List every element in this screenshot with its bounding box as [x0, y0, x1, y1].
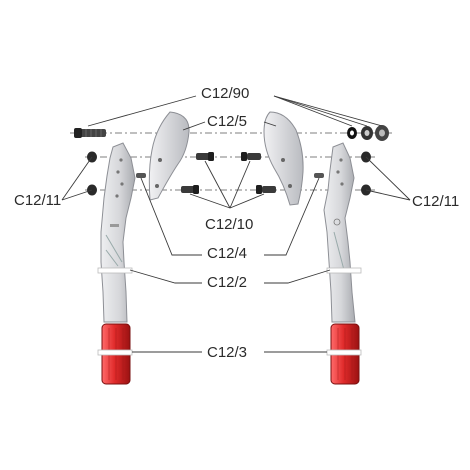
- label-c12-4: C12/4: [207, 245, 248, 262]
- left-screws: [87, 151, 97, 196]
- label-c12-2: C12/2: [207, 274, 248, 291]
- label-c12-11-right: C12/11: [412, 193, 460, 210]
- label-c12-3: C12/3: [207, 344, 248, 361]
- washers-and-nut: [347, 125, 389, 141]
- left-blade: [148, 111, 190, 201]
- assembly-axis-lines: [70, 132, 395, 191]
- left-blade-hole: [155, 184, 159, 188]
- label-c12-10: C12/10: [205, 216, 254, 233]
- label-c12-90: C12/90: [201, 85, 250, 102]
- right-screws: [361, 151, 371, 196]
- right-handle: [323, 142, 356, 323]
- right-blade-hole: [281, 158, 285, 162]
- label-c12-5: C12/5: [207, 113, 248, 130]
- small-pins: [136, 173, 324, 178]
- left-handle: [100, 142, 136, 323]
- leader-lines: [61, 95, 411, 353]
- left-blade-hole: [158, 158, 162, 162]
- right-blade-hole: [288, 184, 292, 188]
- long-bolt: [74, 128, 106, 138]
- label-c12-11-left: C12/11: [14, 192, 62, 209]
- center-bolts: [181, 152, 276, 194]
